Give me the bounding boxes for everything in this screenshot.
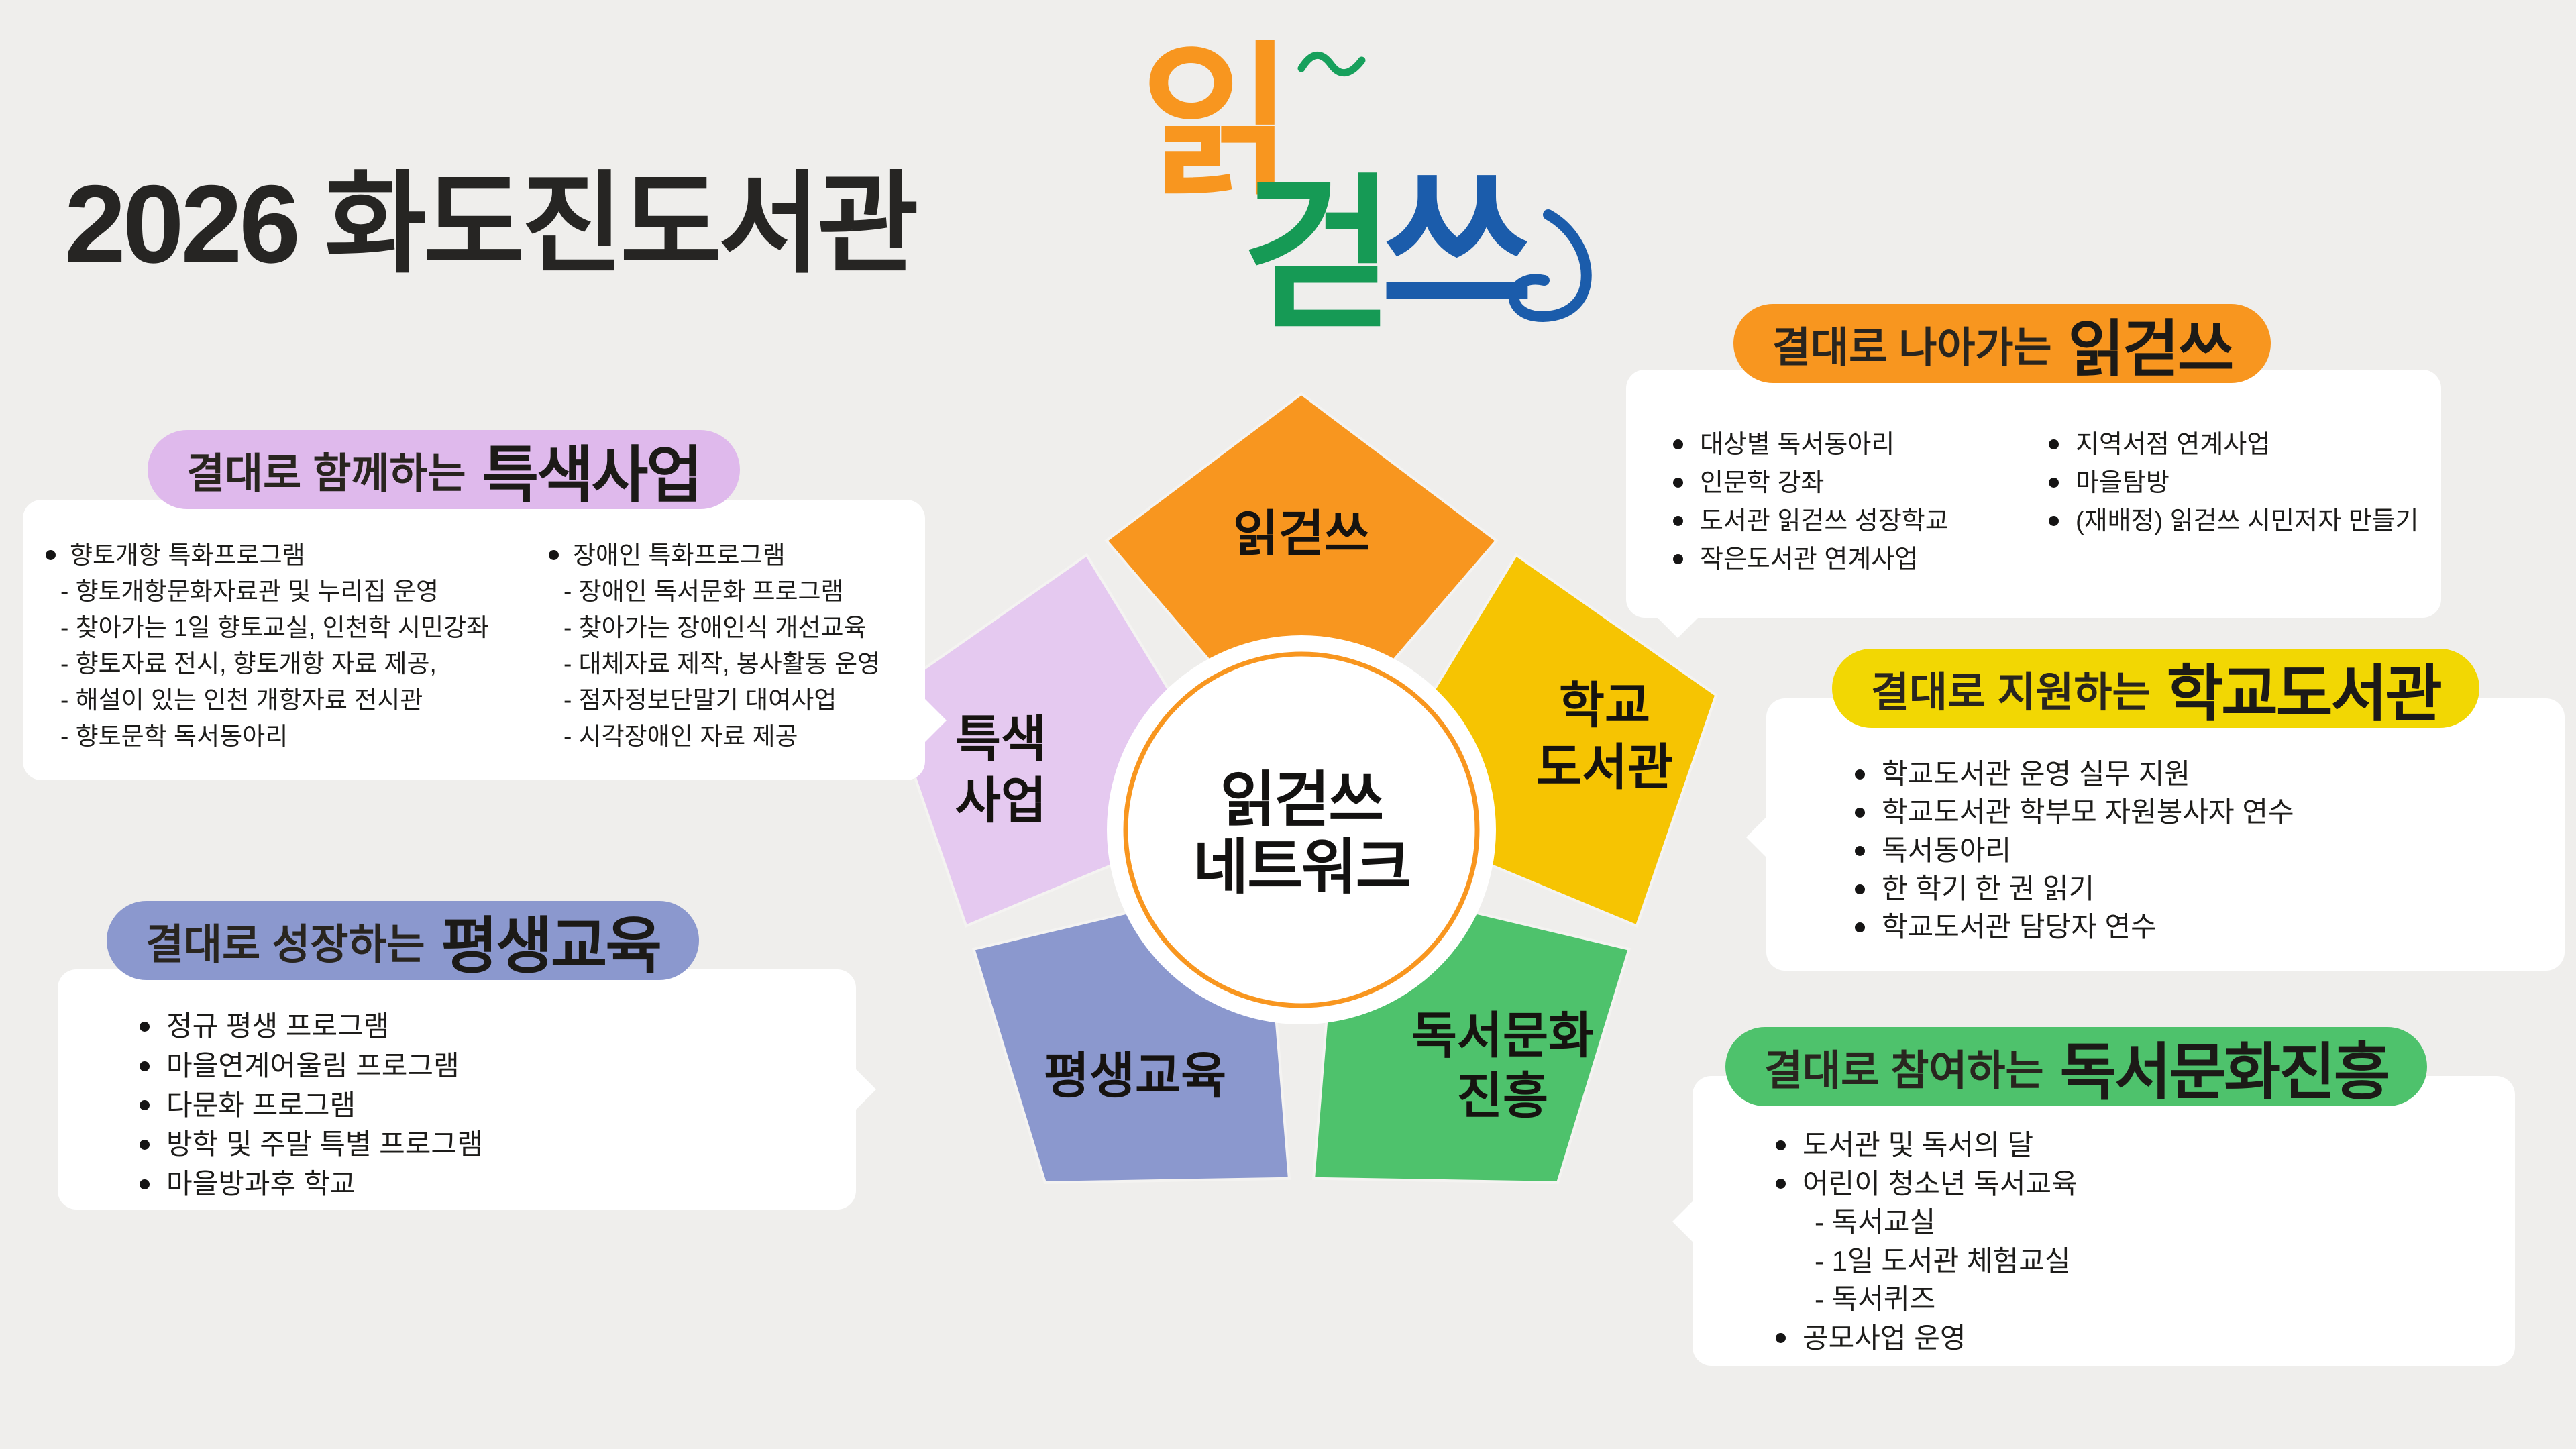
list-item: 작은도서관 연계사업 <box>1665 541 2000 579</box>
list-item: 향토개항 특화프로그램 <box>40 537 523 574</box>
header-title: 특색사업 <box>482 441 704 510</box>
list-item: 학교도서관 담당자 연수 <box>1847 908 2544 946</box>
readwalkwrite-list-right: 지역서점 연계사업 마을탐방 (재배정) 읽걷쓰 시민저자 만들기 <box>2041 426 2421 579</box>
list-item: 지역서점 연계사업 <box>2041 426 2421 464</box>
list-item: 정규 평생 프로그램 <box>131 1007 836 1046</box>
header-prefix: 결대로 성장하는 <box>146 922 425 968</box>
petal-label-school-1: 학교 <box>1559 678 1650 733</box>
school-library-header: 결대로 지원하는 학교도서관 <box>1832 649 2479 729</box>
logo-swash-icon <box>1508 209 1592 323</box>
list-item: 한 학기 한 권 읽기 <box>1847 869 2544 908</box>
special-projects-header: 결대로 함께하는 특색사업 <box>148 430 741 510</box>
petal-label-reading-2: 진흥 <box>1457 1068 1548 1124</box>
list-item: 공모사업 운영 <box>1768 1319 2495 1358</box>
readwalkwrite-header: 결대로 나아가는 읽걷쓰 <box>1733 304 2271 384</box>
list-item: - 해설이 있는 인천 개항자료 전시관 <box>60 686 423 714</box>
school-library-list: 학교도서관 운영 실무 지원 학교도서관 학부모 자원봉사자 연수 독서동아리 … <box>1847 755 2544 947</box>
petal-label-special-2: 사업 <box>955 773 1046 828</box>
list-item: - 향토문학 독서동아리 <box>60 722 288 751</box>
callout-lifelong-education: 결대로 성장하는 평생교육 정규 평생 프로그램 마을연계어울림 프로그램 다문… <box>58 901 877 1210</box>
list-item: - 독서퀴즈 <box>1815 1283 1936 1316</box>
special-projects-list-right: 장애인 특화프로그램 - 장애인 독서문화 프로그램 - 찾아가는 장애인식 개… <box>543 537 912 755</box>
callout-readwalkwrite: 결대로 나아가는 읽걷쓰 대상별 독서동아리 인문학 강좌 도서관 읽걷쓰 성장… <box>1626 304 2441 639</box>
list-item: - 찾아가는 1일 향토교실, 인천학 시민강좌 <box>60 614 490 642</box>
list-item: 어린이 청소년 독서교육 <box>1768 1165 2495 1203</box>
list-item: 인문학 강좌 <box>1665 464 2000 502</box>
list-item: 다문화 프로그램 <box>131 1086 836 1126</box>
list-item: - 향토개항문화자료관 및 누리집 운영 <box>60 578 439 606</box>
callout-reading-culture: 결대로 참여하는 독서문화진흥 도서관 및 독서의 달 어린이 청소년 독서교육… <box>1672 1027 2515 1366</box>
list-item: - 찾아가는 장애인식 개선교육 <box>564 614 867 642</box>
logo-char-walk: 걷 <box>1242 162 1395 348</box>
readwalkwrite-list-left: 대상별 독서동아리 인문학 강좌 도서관 읽걷쓰 성장학교 작은도서관 연계사업 <box>1665 426 2000 579</box>
header-title: 학교도서관 <box>2166 659 2443 729</box>
list-item: 학교도서관 학부모 자원봉사자 연수 <box>1847 793 2544 831</box>
center-label-line1: 읽걷쓰 <box>1220 767 1383 834</box>
reading-culture-list: 도서관 및 독서의 달 어린이 청소년 독서교육 - 독서교실 - 1일 도서관… <box>1768 1126 2495 1357</box>
special-projects-list-left: 향토개항 특화프로그램 - 향토개항문화자료관 및 누리집 운영 - 찾아가는 … <box>40 537 523 755</box>
callout-school-library: 결대로 지원하는 학교도서관 학교도서관 운영 실무 지원 학교도서관 학부모 … <box>1746 649 2565 971</box>
header-prefix: 결대로 나아가는 <box>1772 325 2052 371</box>
page-title: 2026 화도진도서관 <box>64 162 919 286</box>
header-title: 읽걷쓰 <box>2068 315 2235 384</box>
list-item: 마을방과후 학교 <box>131 1165 836 1204</box>
list-item: 도서관 읽걷쓰 성장학교 <box>1665 502 2000 541</box>
network-flower-diagram: 읽걷쓰 학교 도서관 독서문화 진흥 평생교육 특색 사업 읽걷쓰 네트워크 <box>885 392 1718 1184</box>
list-item: 대상별 독서동아리 <box>1665 426 2000 464</box>
list-item: - 1일 도서관 체험교실 <box>1815 1244 2071 1277</box>
petal-label-special-1: 특색 <box>955 711 1046 767</box>
lifelong-education-header: 결대로 성장하는 평생교육 <box>107 901 700 981</box>
header-prefix: 결대로 지원하는 <box>1871 669 2151 716</box>
list-item: 마을연계어울림 프로그램 <box>131 1046 836 1086</box>
logo-squiggle-icon <box>1297 51 1366 77</box>
petal-label-readwalkwrite: 읽걷쓰 <box>1233 506 1370 561</box>
list-item: - 장애인 독서문화 프로그램 <box>564 578 844 606</box>
list-item: 도서관 및 독서의 달 <box>1768 1126 2495 1165</box>
petal-label-school-2: 도서관 <box>1536 739 1673 795</box>
header-title: 독서문화진흥 <box>2059 1038 2391 1107</box>
list-item: 독서동아리 <box>1847 831 2544 869</box>
center-circle <box>1123 651 1480 1008</box>
header-prefix: 결대로 함께하는 <box>186 451 466 497</box>
list-item: (재배정) 읽걷쓰 시민저자 만들기 <box>2041 502 2421 541</box>
list-item: - 점자정보단말기 대여사업 <box>564 686 837 714</box>
list-item: - 독서교실 <box>1815 1206 1936 1238</box>
list-item: 방학 및 주말 특별 프로그램 <box>131 1125 836 1165</box>
list-item: - 시각장애인 자료 제공 <box>564 722 798 751</box>
list-item: 장애인 특화프로그램 <box>543 537 912 574</box>
list-item: - 대체자료 제작, 봉사활동 운영 <box>564 650 881 678</box>
list-item: - 향토자료 전시, 향토개항 자료 제공, <box>60 650 437 678</box>
reading-culture-header: 결대로 참여하는 독서문화진흥 <box>1725 1027 2428 1107</box>
header-title: 평생교육 <box>441 912 663 981</box>
callout-special-projects: 결대로 함께하는 특색사업 향토개항 특화프로그램 - 향토개항문화자료관 및 … <box>23 430 947 780</box>
center-label-line2: 네트워크 <box>1193 834 1409 901</box>
lifelong-education-list: 정규 평생 프로그램 마을연계어울림 프로그램 다문화 프로그램 방학 및 주말… <box>131 1007 836 1204</box>
list-item: 학교도서관 운영 실무 지원 <box>1847 755 2544 793</box>
petal-label-reading-1: 독서문화 <box>1411 1008 1594 1063</box>
logo-char-write: 쓰 <box>1381 152 1534 339</box>
header-prefix: 결대로 참여하는 <box>1764 1048 2044 1094</box>
readwalkwrite-logo: 읽 걷 쓰 <box>1140 29 1592 348</box>
list-item: 마을탐방 <box>2041 464 2421 502</box>
petal-label-lifelong: 평생교육 <box>1044 1048 1226 1104</box>
logo-char-read: 읽 <box>1140 29 1293 215</box>
